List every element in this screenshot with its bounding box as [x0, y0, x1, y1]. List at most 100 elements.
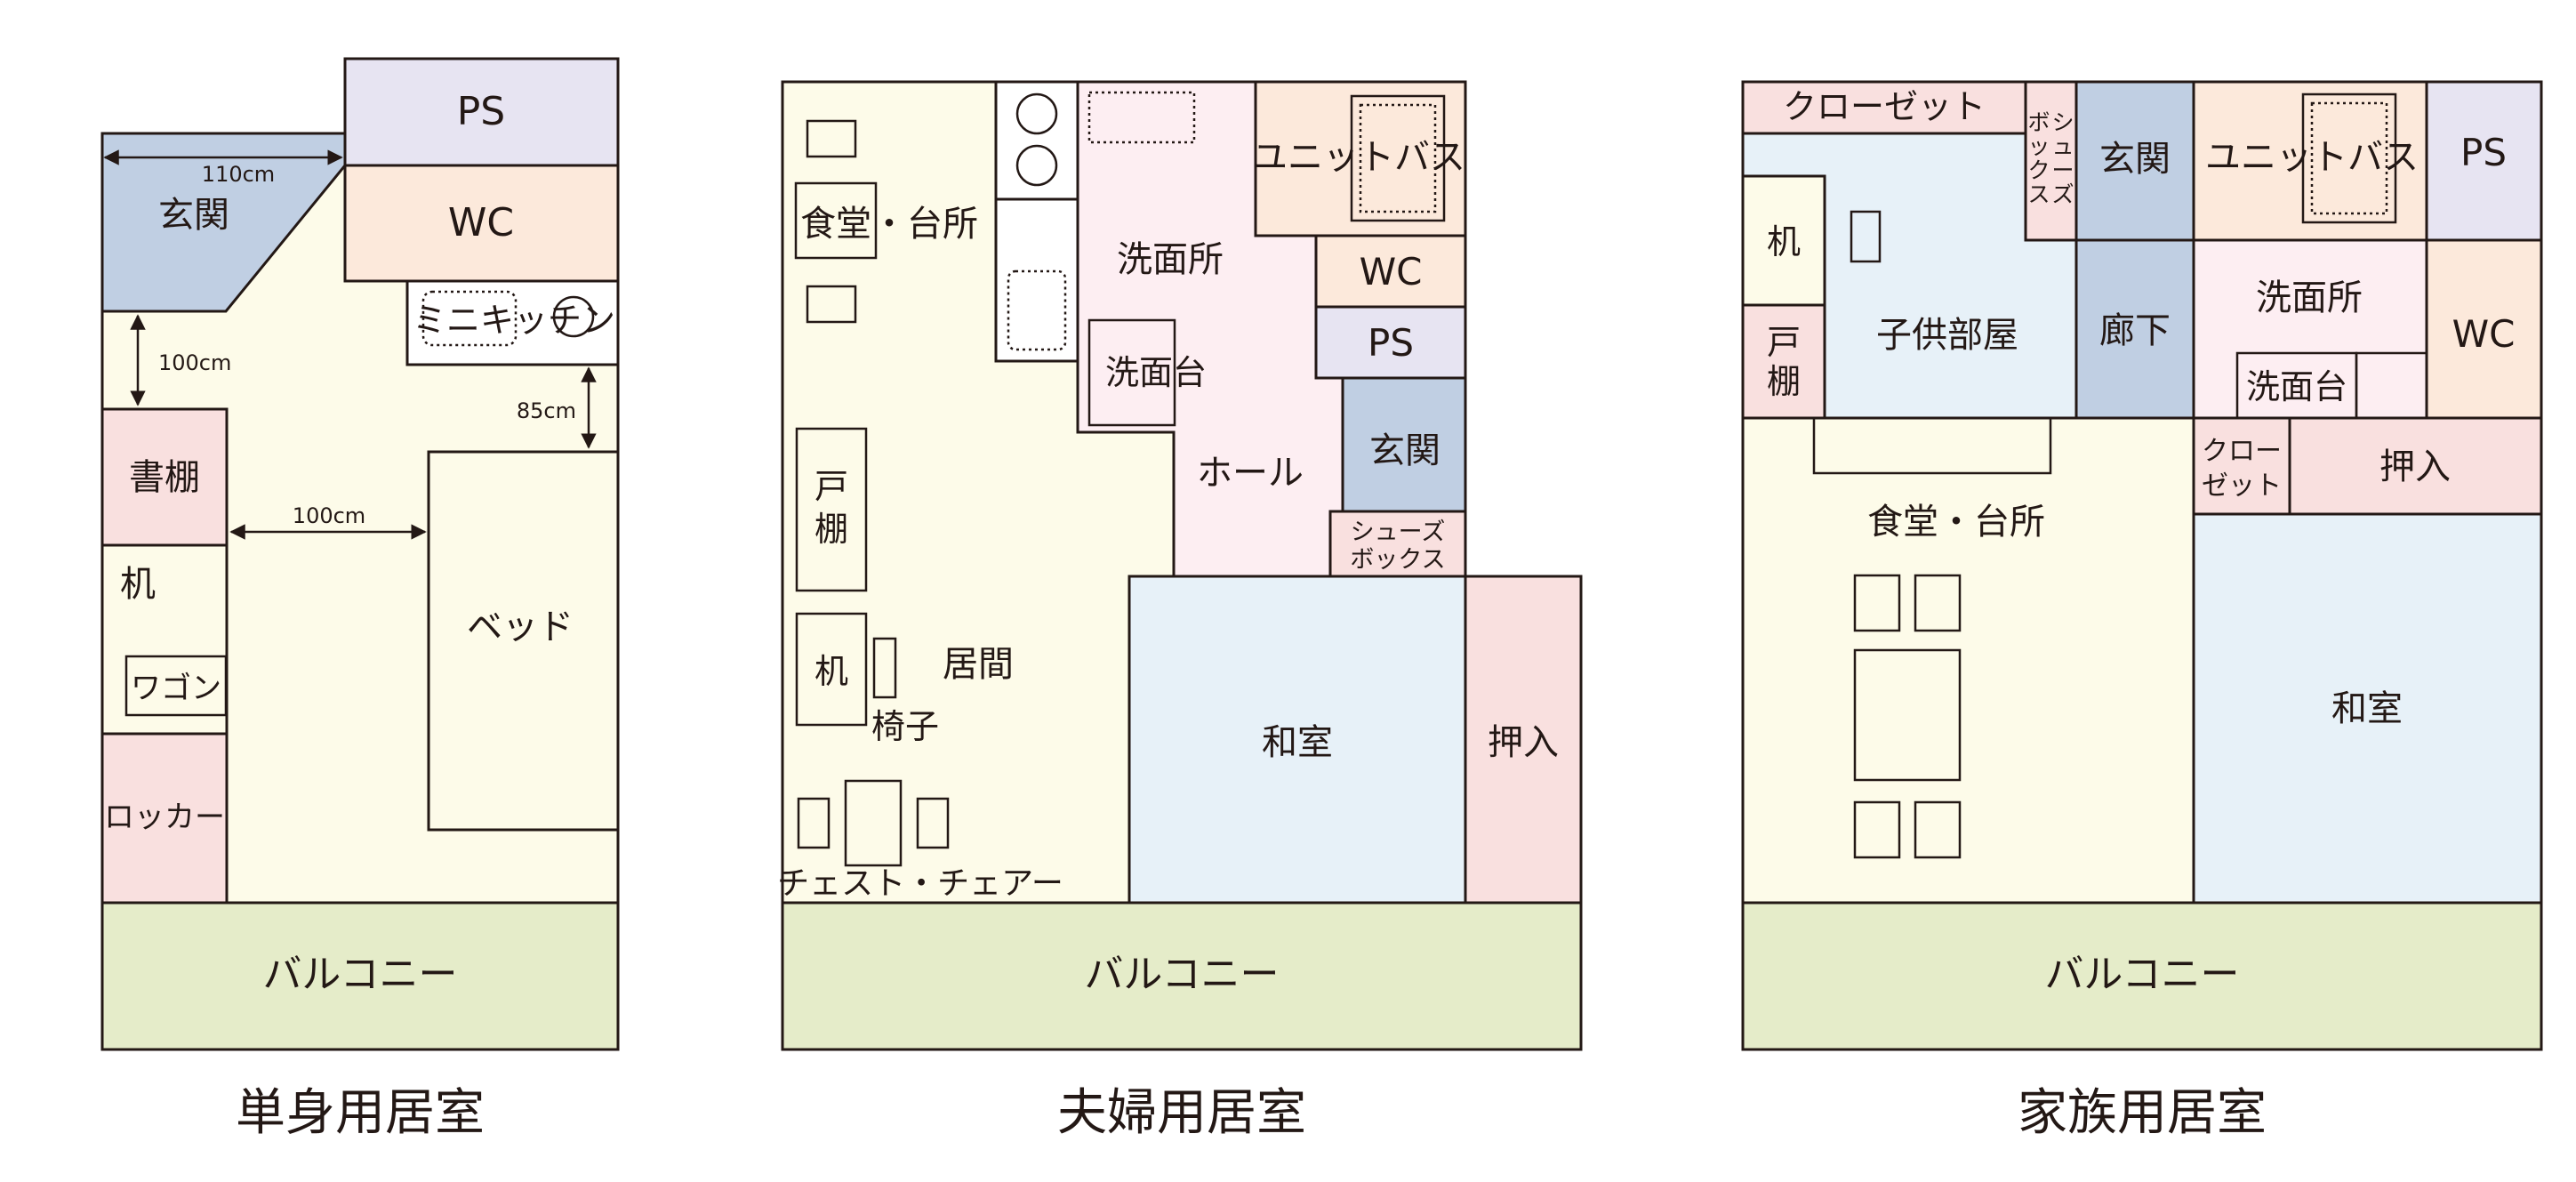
couple-burner-icon [1015, 92, 1058, 135]
couple-closet-label: 押入 [1488, 722, 1559, 763]
single-kitchen-label: ミニキッチン [413, 301, 615, 340]
single-desk [100, 543, 229, 736]
family-sink-label: 洗面台 [2246, 367, 2347, 406]
family-cupboard-label-1: 戸 [1767, 323, 1801, 362]
single-bed-label: ベッド [467, 607, 574, 647]
family-entrance-label: 玄関 [2099, 139, 2171, 180]
single-sink-icon [421, 290, 518, 347]
family-balcony [1741, 901, 2543, 1051]
single-locker [100, 732, 229, 905]
family-cupboard-label-2: 棚 [1767, 362, 1801, 401]
couple-tatami [1128, 575, 1467, 905]
family-dining-chair [1914, 574, 1962, 632]
couple-dining-chair [806, 119, 857, 158]
couple-chest-label: チェスト・チェアー [777, 865, 1063, 902]
family-closet-small-label-2: ゼット [2202, 470, 2282, 502]
couple-balcony-label: バルコニー [1084, 952, 1279, 997]
family-washroom [2192, 238, 2428, 420]
family-cupboard [1741, 303, 1826, 420]
couple-sink-icon [1007, 269, 1067, 351]
family-closet-small-label-1: クロー [2202, 436, 2282, 467]
couple-tub-icon [1350, 94, 1446, 222]
family-closet-small [2192, 416, 2291, 516]
single-dim-100-left: 100cm [158, 350, 231, 375]
couple-washroom-label: 洗面所 [1117, 239, 1224, 280]
family-tatami-label: 和室 [2331, 688, 2403, 729]
family-kids-label: 子供部屋 [1876, 315, 2018, 356]
family-caption: 家族用居室 [2018, 1084, 2267, 1142]
family-dining-label: 食堂・台所 [1867, 502, 2045, 543]
family-dining-chair [1853, 574, 1901, 632]
couple-cupboard [795, 427, 868, 592]
family-bath [2192, 80, 2428, 242]
couple-entrance [1341, 376, 1467, 513]
single-balcony-label: バルコニー [262, 952, 457, 997]
family-desk [1741, 174, 1826, 307]
family-balcony-label: バルコニー [2044, 952, 2239, 997]
family-tub-inner-icon [2310, 101, 2388, 215]
couple-shoebox-label-1: シューズ [1351, 519, 1446, 546]
single-entrance [100, 132, 347, 313]
single-wagon [124, 655, 228, 717]
family-ps [2425, 80, 2543, 242]
single-caption: 単身用居室 [236, 1084, 485, 1142]
couple-shoebox-label-2: ボックス [1350, 546, 1445, 574]
family-dining-chair [1853, 800, 1901, 859]
family-closet-top-label: クローゼット [1783, 87, 1986, 126]
family-corridor [2074, 238, 2195, 420]
family-counter [1812, 416, 2052, 475]
single-bookshelf [100, 407, 229, 547]
couple-sink-label: 洗面台 [1105, 353, 1207, 392]
couple-chest [844, 779, 903, 867]
single-locker-label: ロッカー [104, 800, 225, 835]
couple-stove [994, 80, 1079, 201]
couple-chair-label: 椅子 [871, 707, 939, 746]
family-oshiire-label: 押入 [2379, 446, 2451, 487]
single-dim-100-bed: 100cm [293, 503, 365, 528]
couple-tub-inner-icon [1359, 103, 1437, 213]
family-bath-label: ユニットバス [2205, 137, 2419, 178]
couple-chest-chair [797, 797, 831, 849]
couple-balcony [781, 901, 1583, 1051]
family-wc-label: WC [2452, 312, 2516, 356]
single-dim-85: 85cm [517, 398, 576, 423]
couple-wc-label: WC [1360, 250, 1423, 293]
couple-cupboard-label-1: 戸 [815, 467, 848, 506]
single-wc-label: WC [448, 200, 514, 245]
couple-living-label: 居間 [943, 644, 1014, 685]
couple-burner-icon [1015, 144, 1058, 187]
single-balcony [100, 901, 620, 1051]
couple-closet [1464, 575, 1583, 905]
family-tub-icon [2301, 92, 2397, 224]
family-ps-label: PS [2460, 131, 2507, 174]
plan-couple: 洗面所 洗面台 ホール ユニットバス WC PS 玄関 シューズ ボックス 和室… [777, 80, 1583, 1142]
single-wc [343, 164, 620, 283]
couple-washer-icon [1087, 91, 1196, 144]
single-bed [427, 450, 620, 832]
plan-family: クローゼット 子供部屋 机 戸 棚 ボックス シューズ 玄関 廊下 ユニットバス… [1741, 80, 2543, 1142]
couple-chest-chair [916, 797, 950, 849]
couple-ps [1314, 305, 1467, 380]
couple-cupboard-label-2: 棚 [815, 510, 848, 549]
family-dining-chair [1914, 800, 1962, 859]
family-desk-chair [1850, 210, 1882, 263]
family-wc [2425, 238, 2543, 420]
family-corridor-label: 廊下 [2099, 310, 2171, 351]
family-washroom-label: 洗面所 [2256, 277, 2363, 318]
couple-dining-label: 食堂・台所 [800, 204, 978, 245]
single-stove-icon [552, 295, 595, 338]
family-shoebox-label-b: シューズ [2051, 109, 2074, 207]
couple-entrance-label: 玄関 [1369, 430, 1440, 471]
family-dining-table [1853, 648, 1962, 782]
couple-ps-label: PS [1368, 321, 1414, 365]
single-entrance-label: 玄関 [158, 195, 229, 236]
plan-single: PS WC 玄関 110cm ミニキッチン 100cm 85cm 書棚 机 ワゴ… [100, 57, 620, 1142]
family-entrance [2074, 80, 2195, 242]
couple-tatami-label: 和室 [1262, 722, 1333, 763]
single-ps [343, 57, 620, 167]
couple-counter [994, 197, 1079, 363]
couple-hall-label: ホール [1197, 453, 1304, 494]
couple-desk-label: 机 [815, 652, 848, 691]
couple-dining-table [794, 181, 878, 260]
